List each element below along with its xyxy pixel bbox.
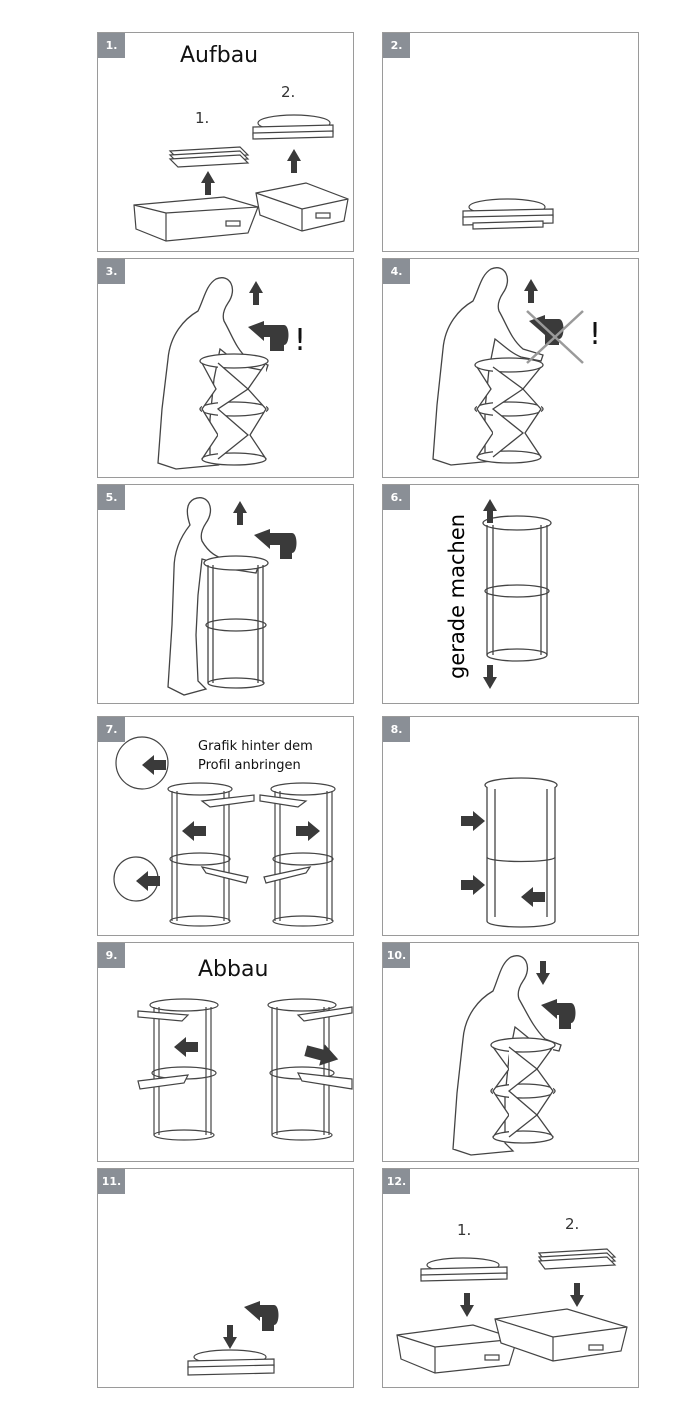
step-number-badge: 11. [98,1169,125,1194]
step-panel-8: 8. [382,716,639,936]
curved-push-arrow-icon [254,529,297,559]
packing-away-illustration [396,1248,628,1374]
sub-step-2-label: 2. [281,83,296,101]
sub-step-2-label: 2. [565,1215,580,1233]
step-number-badge: 4. [383,259,410,284]
step-number-badge: 9. [98,943,125,968]
step-panel-7: 7. Grafik hinter dem Profil anbringen [97,716,354,936]
step-number-badge: 3. [98,259,125,284]
step-panel-2: 2. [382,32,639,252]
warning-mark: ! [589,317,602,352]
warning-mark: ! [294,323,307,358]
step-panel-6: 6. gerade machen [382,484,639,704]
sub-step-1-label: 1. [457,1221,472,1239]
person-collapsing-frame-illustration [452,955,576,1156]
straighten-frame-illustration [482,499,552,689]
step-number-badge: 1. [98,33,125,58]
arrow-right-icon [304,1044,339,1066]
arrow-up-icon [249,281,263,305]
step-number-badge: 2. [383,33,410,58]
attach-graphic-illustration [113,736,336,927]
arrow-right-icon [461,875,485,895]
instruction-text-line1: Grafik hinter dem [198,739,313,754]
step-number-badge: 10. [383,943,410,968]
curved-push-arrow-icon [248,321,289,351]
arrow-up-icon [524,279,538,303]
cross-out-icon [526,310,584,364]
arrow-down-icon [460,1293,474,1317]
step-panel-1: 1. Aufbau 1. 2. [97,32,354,252]
curved-push-arrow-icon [541,999,576,1029]
arrow-left-icon [174,1037,198,1057]
instruction-text-line2: Profil anbringen [198,758,301,773]
remove-graphic-illustration [137,998,353,1141]
step-panel-10: 10. [382,942,639,1162]
sub-step-1-label: 1. [195,109,210,127]
step-panel-5: 5. [97,484,354,704]
arrow-down-icon [536,961,550,985]
arrow-up-icon [287,149,301,173]
graphic-attached-illustration [461,777,558,928]
arrow-down-icon [570,1283,584,1307]
detail-zoom-circle [115,736,169,790]
step-number-badge: 8. [383,717,410,742]
step-number-badge: 12. [383,1169,410,1194]
arrow-right-icon [296,821,320,841]
step-panel-9: 9. Abbau [97,942,354,1162]
step-number-badge: 6. [383,485,410,510]
panel-title-abbau: Abbau [198,957,269,982]
arrow-right-icon [461,811,485,831]
person-lifting-wrong-illustration [432,267,584,466]
panel-title-aufbau: Aufbau [180,43,259,68]
arrow-down-icon [483,665,497,689]
step-panel-11: 11. [97,1168,354,1388]
step-panel-12: 12. 1. 2. [382,1168,639,1388]
step-panel-4: 4. ! [382,258,639,478]
step-number-badge: 5. [98,485,125,510]
folding-frame-illustration [187,1301,279,1376]
arrow-left-icon [182,821,206,841]
step-panel-3: 3. ! [97,258,354,478]
arrow-up-icon [201,171,215,195]
person-lifting-illustration [157,277,289,470]
packing-illustration [133,114,349,242]
person-extending-frame-illustration [167,497,297,696]
arrow-down-icon [223,1325,237,1349]
step-number-badge: 7. [98,717,125,742]
collapsed-frame-illustration [462,198,554,230]
arrow-up-icon [233,501,247,525]
curved-push-arrow-icon [244,1301,279,1331]
